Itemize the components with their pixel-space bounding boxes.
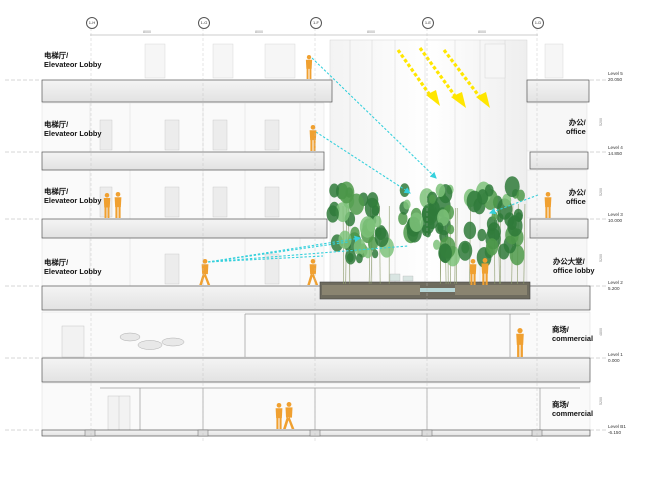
bamboo-leaves bbox=[438, 243, 452, 262]
bamboo-leaves bbox=[517, 190, 525, 202]
level-label: Level 1 0.000 bbox=[608, 352, 623, 363]
bamboo-leaves bbox=[436, 184, 446, 197]
level-label: Level 4 14.850 bbox=[608, 145, 623, 156]
back-door-l1 bbox=[62, 326, 84, 357]
grid-axis-tag: 1-F bbox=[310, 17, 322, 29]
level-elevation: -6.150 bbox=[608, 430, 626, 436]
level-name: Level 2 bbox=[608, 280, 623, 286]
planter-soil-left bbox=[322, 285, 420, 295]
room-label-office: 办公/ office bbox=[566, 118, 586, 136]
grid-spacing: 8000 bbox=[143, 30, 151, 34]
planter-water bbox=[420, 288, 455, 292]
label-en: commercial bbox=[552, 334, 593, 343]
bamboo-leaves bbox=[486, 238, 498, 255]
grid-axis-tag: 1-D bbox=[532, 17, 544, 29]
label-cn: 办公/ bbox=[566, 118, 586, 127]
room-label-commercial: 商场/ commercial bbox=[552, 400, 593, 418]
bamboo-leaves bbox=[447, 225, 454, 235]
bamboo-leaves bbox=[422, 204, 436, 223]
label-en: office bbox=[566, 127, 586, 136]
label-cn: 办公/ bbox=[566, 188, 586, 197]
label-en: Elevateor Lobby bbox=[44, 196, 102, 205]
bamboo-leaves bbox=[435, 222, 443, 234]
bamboo-leaves bbox=[487, 222, 501, 241]
bamboo-leaves bbox=[458, 241, 472, 261]
person-figure bbox=[306, 55, 312, 79]
label-cn: 电梯厅/ bbox=[44, 258, 102, 267]
floor-height-dim: 5200 bbox=[599, 397, 603, 405]
label-cn: 电梯厅/ bbox=[44, 187, 102, 196]
level-name: Level 4 bbox=[608, 145, 623, 151]
level-name: Level B1 bbox=[608, 424, 626, 430]
bamboo-leaves bbox=[403, 199, 410, 209]
label-en: office bbox=[566, 197, 586, 206]
bamboo-leaves bbox=[327, 205, 339, 222]
label-cn: 商场/ bbox=[552, 400, 593, 409]
room-label-office-lobby: 办公大堂/ office lobby bbox=[553, 257, 594, 275]
grid-spacing: 8000 bbox=[255, 30, 263, 34]
level-name: Level 5 bbox=[608, 71, 623, 77]
bamboo-leaves bbox=[373, 215, 382, 227]
label-en: Elevateor Lobby bbox=[44, 129, 102, 138]
level-elevation: 0.000 bbox=[608, 358, 623, 364]
level-elevation: 10.000 bbox=[608, 218, 623, 224]
room-label-office: 办公/ office bbox=[566, 188, 586, 206]
bamboo-leaves bbox=[356, 254, 363, 264]
bamboo-leaves bbox=[477, 229, 486, 241]
level-elevation: 14.850 bbox=[608, 151, 623, 157]
floor-height-dim: 4800 bbox=[599, 328, 603, 336]
bamboo-leaves bbox=[354, 239, 366, 255]
bamboo-leaves bbox=[504, 212, 514, 226]
level-name: Level 1 bbox=[608, 352, 623, 358]
floor-height-dim: 5200 bbox=[599, 188, 603, 196]
bamboo-leaves bbox=[497, 213, 504, 222]
label-en: Elevateor Lobby bbox=[44, 267, 102, 276]
bamboo-leaves bbox=[375, 227, 389, 247]
grid-axis-tag: 1-G bbox=[198, 17, 210, 29]
floor-height-dim: 5200 bbox=[599, 118, 603, 126]
level-elevation: 5.200 bbox=[608, 286, 623, 292]
level-label: Level 3 10.000 bbox=[608, 212, 623, 223]
bamboo-leaves bbox=[429, 194, 436, 203]
label-cn: 电梯厅/ bbox=[44, 51, 102, 60]
bamboo-leaves bbox=[367, 192, 378, 208]
grid-spacing: 8000 bbox=[367, 30, 375, 34]
label-en: Elevateor Lobby bbox=[44, 60, 102, 69]
room-label-elevator-lobby: 电梯厅/ Elevateor Lobby bbox=[44, 51, 102, 69]
room-label-elevator-lobby: 电梯厅/ Elevateor Lobby bbox=[44, 258, 102, 276]
room-label-commercial: 商场/ commercial bbox=[552, 325, 593, 343]
level-label: Level 5 20.050 bbox=[608, 71, 623, 82]
planter-soil-right bbox=[455, 285, 527, 295]
label-cn: 电梯厅/ bbox=[44, 120, 102, 129]
level-elevation: 20.050 bbox=[608, 77, 623, 83]
grid-spacing: 8000 bbox=[478, 30, 486, 34]
bamboo-leaves bbox=[477, 189, 488, 204]
floor-height-dim: 5200 bbox=[599, 254, 603, 262]
room-label-elevator-lobby: 电梯厅/ Elevateor Lobby bbox=[44, 187, 102, 205]
bamboo-leaves bbox=[515, 212, 522, 222]
level-label: Level 2 5.200 bbox=[608, 280, 623, 291]
label-cn: 办公大堂/ bbox=[553, 257, 594, 266]
bamboo-leaves bbox=[492, 211, 498, 219]
room-label-elevator-lobby: 电梯厅/ Elevateor Lobby bbox=[44, 120, 102, 138]
level-name: Level 3 bbox=[608, 212, 623, 218]
grid-axis-tag: 1-H bbox=[86, 17, 98, 29]
grid-axis-tag: 1-E bbox=[422, 17, 434, 29]
bamboo-leaves bbox=[347, 253, 354, 262]
bamboo-leaves bbox=[409, 213, 423, 232]
bamboo-leaves bbox=[339, 181, 355, 203]
label-en: office lobby bbox=[553, 266, 594, 275]
bamboo-leaves bbox=[464, 222, 477, 240]
label-cn: 商场/ bbox=[552, 325, 593, 334]
label-en: commercial bbox=[552, 409, 593, 418]
level-label: Level B1 -6.150 bbox=[608, 424, 626, 435]
